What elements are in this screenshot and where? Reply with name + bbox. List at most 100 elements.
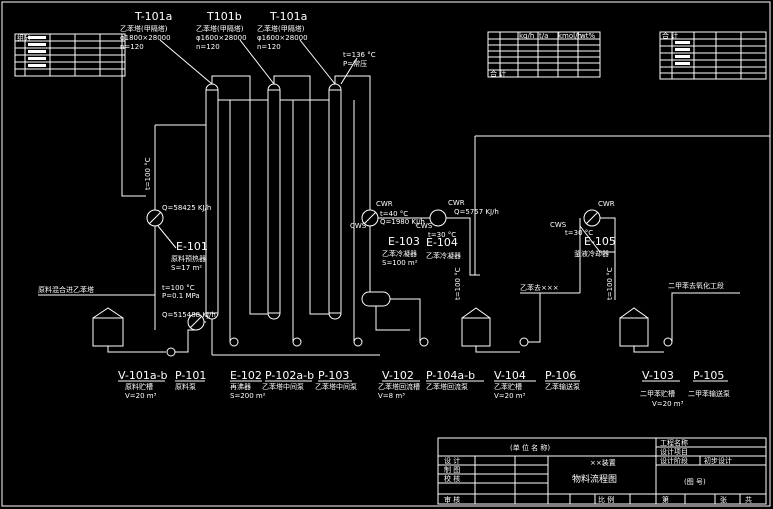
t101a-left-n: n=120 xyxy=(120,43,144,51)
stream-table-mid-total: 合 计 xyxy=(490,69,506,78)
e103-cwr: CWR xyxy=(376,200,393,208)
stream-table-right: 合 计 xyxy=(659,31,767,80)
e101-name: 原料预热器 xyxy=(171,254,206,263)
t101a-right-name: 乙苯塔(甲隔塔) xyxy=(257,24,305,33)
stream-table-mid: kg/h t/a kmol/h wt% 合 计 xyxy=(487,31,601,78)
column-t101a-left xyxy=(205,83,219,320)
e103-cws: CWS xyxy=(350,222,367,230)
p105-name: 二甲苯输送泵 xyxy=(688,389,730,398)
e104-vertical: t=100 °C xyxy=(454,267,462,300)
stream-table-left-header: 组分 xyxy=(17,33,31,42)
p102ab-name: 乙苯塔中间泵 xyxy=(262,382,304,391)
v104-sub: V=20 m³ xyxy=(494,392,526,400)
feed-temp-vertical: t=100 °C xyxy=(144,157,152,190)
v103-sub: V=20 m³ xyxy=(652,400,684,408)
v102-sub: V=8 m³ xyxy=(378,392,405,400)
v102-tag: V-102 xyxy=(382,369,414,382)
v103-tag: V-103 xyxy=(642,369,674,382)
tb-stage3: 设计阶段 xyxy=(660,456,688,465)
p104-name: 乙苯塔回流泵 xyxy=(426,382,468,391)
e103-cond: t=40 °C xyxy=(380,210,408,218)
e104-tag: E-104 xyxy=(426,236,458,249)
p103-name: 乙苯塔中间泵 xyxy=(315,382,357,391)
v104-tag: V-104 xyxy=(494,369,526,382)
p103-tag: P-103 xyxy=(318,369,349,382)
v103-tank xyxy=(619,307,649,347)
ethylbenzene-out: 乙苯去××× xyxy=(520,283,559,292)
stream-table-mid-h1: kg/h xyxy=(519,32,534,40)
tb-stage1: 工程名称 xyxy=(660,438,688,447)
e101-sub: S=17 m² xyxy=(171,264,202,272)
column-t101b xyxy=(267,83,281,320)
t101b-dim: φ1600×28000 xyxy=(196,34,247,42)
v104-tank xyxy=(461,307,491,347)
v103-name: 二甲苯贮槽 xyxy=(640,389,675,398)
p105-pump xyxy=(663,337,673,347)
v101-sub: V=20 m³ xyxy=(125,392,157,400)
tb-r4: 审 核 xyxy=(444,495,460,504)
e104-cwr: CWR xyxy=(448,199,465,207)
tb-page: 第 xyxy=(662,495,669,504)
t101a-left-dim: φ1800×28000 xyxy=(120,34,171,42)
tb-drawing: 物料流程图 xyxy=(572,473,617,485)
v101-tag: V-101a-b xyxy=(118,369,168,382)
tb-sheet: 张 xyxy=(720,495,727,504)
tb-r2: 制 图 xyxy=(444,465,460,474)
p101-name: 原料泵 xyxy=(175,382,196,391)
p104-pump xyxy=(419,337,429,347)
e103-tag: E-103 xyxy=(388,235,420,248)
v102-name: 乙苯塔回流槽 xyxy=(378,382,420,391)
e104-duty: Q=5757 KJ/h xyxy=(454,208,499,216)
t101a-left-tag: T-101a xyxy=(134,10,172,23)
e103-duty: Q=1980 KJ/h xyxy=(380,218,425,226)
e104-condenser xyxy=(429,209,447,227)
e103-name: 乙苯冷凝器 xyxy=(382,249,417,258)
stream-table-left: 组分 xyxy=(14,33,126,77)
e105-vertical: t=100 °C xyxy=(606,267,614,300)
p104-tag: P-104a-b xyxy=(426,369,475,382)
p101-pump xyxy=(166,347,176,357)
stream-table-mid-h2: t/a xyxy=(539,32,548,40)
stream-table-mid-h3: kmol/h xyxy=(558,32,582,40)
e105-name: 釜液冷却器 xyxy=(574,249,609,258)
tb-r1: 设 计 xyxy=(444,456,460,465)
diethyl-out: 二甲苯去氧化工段 xyxy=(668,281,724,290)
tb-stage2: 设计项目 xyxy=(660,447,688,456)
stream-table-mid-h4: wt% xyxy=(580,32,595,40)
e104-cws: CWS xyxy=(416,222,433,230)
t101b-tag: T101b xyxy=(206,10,242,23)
tb-total: 共 xyxy=(745,495,752,504)
e105-sub: t=30 °C xyxy=(565,229,593,237)
tb-drawing-no: (图 号) xyxy=(684,478,706,486)
e104-sub: t=30 °C xyxy=(428,231,456,239)
e101-tag: E-101 xyxy=(176,240,208,253)
tb-project: ××装置 xyxy=(590,458,616,467)
e101-duty: Q=58425 KJ/h xyxy=(162,204,211,212)
t101b-name: 乙苯塔(甲隔塔) xyxy=(196,24,244,33)
feed-label: 原料混合进乙苯塔 xyxy=(38,285,94,294)
title-block: (单 位 名 称) ××装置 物料流程图 (图 号) 设 计 制 图 校 核 审… xyxy=(437,437,767,505)
p102ab-pump xyxy=(292,337,302,347)
p106-pump xyxy=(519,337,529,347)
column-t101a-right xyxy=(328,83,342,320)
v101-tank xyxy=(92,307,124,347)
tb-scale: 比 例 xyxy=(598,495,614,504)
v101-name: 原料贮槽 xyxy=(125,382,153,391)
p102-pump xyxy=(229,337,239,347)
top-temp: t=136 °C xyxy=(343,51,376,59)
e102-sub: S=200 m² xyxy=(230,392,266,400)
t101a-right-n: n=120 xyxy=(257,43,281,51)
stream-table-right-header: 合 计 xyxy=(662,31,678,40)
top-pressure: P=常压 xyxy=(343,59,367,68)
e105-tag: E-105 xyxy=(584,235,616,248)
e102-tag: E-102 xyxy=(230,369,262,382)
t101a-left-name: 乙苯塔(甲隔塔) xyxy=(120,24,168,33)
t101a-right-dim: φ1600×28000 xyxy=(257,34,308,42)
p105-tag: P-105 xyxy=(693,369,724,382)
e104-name: 乙苯冷凝器 xyxy=(426,251,461,260)
e105-cwr: CWR xyxy=(598,200,615,208)
e103-sub: S=100 m² xyxy=(382,259,418,267)
equipment-tag-row: V-101a-b 原料贮槽 V=20 m³ P-101 原料泵 E-102 再沸… xyxy=(118,369,730,408)
t101a-right-tag: T-101a xyxy=(269,10,307,23)
